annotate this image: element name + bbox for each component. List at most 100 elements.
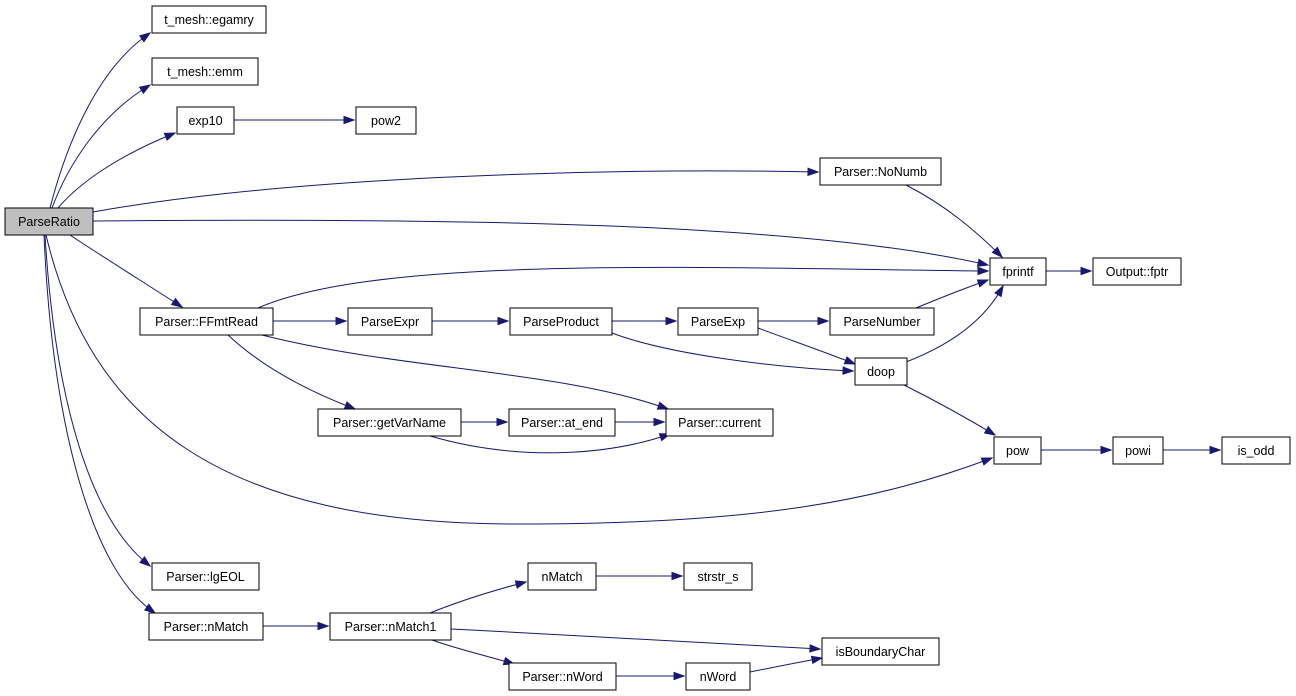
- node-label: Parser::nWord: [522, 670, 602, 684]
- edge-arrowhead: [673, 671, 686, 681]
- node-parsenumber[interactable]: ParseNumber: [829, 307, 935, 336]
- edge-exp10-to-pow2: [234, 115, 356, 125]
- node-box: [508, 408, 616, 437]
- edge-parseexp-to-parsenumber: [758, 316, 830, 326]
- edge-line: [905, 184, 1003, 258]
- node-strstr_s[interactable]: strstr_s: [683, 562, 753, 591]
- node-ffmtread[interactable]: Parser::FFmtRead: [139, 307, 274, 336]
- node-powi[interactable]: powi: [1112, 436, 1164, 465]
- node-box: [829, 307, 935, 336]
- edge-getvarname-to-at_end: [460, 417, 509, 427]
- edge-arrowhead: [497, 316, 510, 326]
- edge-line: [429, 433, 671, 454]
- node-box: [509, 307, 613, 336]
- edge-arrowhead: [807, 167, 820, 177]
- edge-parseratio-to-fprintf: [92, 219, 990, 267]
- node-egamry[interactable]: t_mesh::egamry: [151, 5, 267, 34]
- edge-arrowhead: [170, 297, 184, 308]
- node-getvarname[interactable]: Parser::getVarName: [317, 408, 462, 437]
- edge-arrowhead: [514, 580, 528, 589]
- node-label: Parser::nMatch1: [345, 620, 437, 634]
- node-box: [148, 612, 264, 641]
- edge-line: [44, 234, 151, 567]
- node-pnmatch[interactable]: Parser::nMatch: [148, 612, 264, 641]
- node-label: Parser::at_end: [521, 416, 603, 430]
- node-parseexp[interactable]: ParseExp: [677, 307, 759, 336]
- edge-arrowhead: [317, 621, 330, 631]
- edge-arrowhead: [138, 32, 152, 43]
- node-nmatch1[interactable]: Parser::nMatch1: [329, 612, 452, 641]
- node-label: Output::fptr: [1106, 265, 1169, 279]
- node-label: pow2: [371, 114, 401, 128]
- node-label: Parser::FFmtRead: [155, 315, 258, 329]
- edge-arrowhead: [656, 401, 670, 410]
- edge-arrowhead: [977, 266, 990, 276]
- edge-parseratio-to-pow: [45, 234, 994, 525]
- edge-arrowhead: [810, 655, 824, 665]
- edge-nmatch-to-strstr_s: [596, 571, 684, 581]
- node-label: ParseExp: [691, 315, 745, 329]
- edge-line: [92, 170, 819, 213]
- edge-parseexpr-to-parseproduct: [432, 316, 510, 326]
- edge-line: [749, 657, 823, 673]
- node-box: [665, 408, 774, 437]
- node-parseratio[interactable]: ParseRatio: [4, 207, 94, 236]
- edge-arrowhead: [843, 356, 857, 365]
- node-label: ParseRatio: [18, 215, 80, 229]
- node-label: Parser::lgEOL: [166, 570, 245, 584]
- edge-nonumb-to-fprintf: [905, 184, 1004, 259]
- node-pnword[interactable]: Parser::nWord: [508, 662, 617, 691]
- edge-at_end-to-current: [614, 417, 666, 427]
- edge-nmatch1-to-nmatch: [429, 580, 528, 614]
- node-fptr[interactable]: Output::fptr: [1092, 257, 1182, 286]
- edge-line: [429, 581, 527, 614]
- node-box: [819, 157, 942, 186]
- node-nonumb[interactable]: Parser::NoNumb: [819, 157, 942, 186]
- edge-fprintf-to-fptr: [1045, 266, 1093, 276]
- node-label: nWord: [700, 670, 737, 684]
- edge-arrowhead: [980, 457, 994, 466]
- node-box: [4, 207, 94, 236]
- edge-pow-to-powi: [1040, 445, 1113, 455]
- node-at_end[interactable]: Parser::at_end: [508, 408, 616, 437]
- edge-arrowhead: [991, 246, 1004, 259]
- node-nmatch[interactable]: nMatch: [527, 562, 597, 591]
- edge-arrowhead: [809, 644, 822, 653]
- node-emm[interactable]: t_mesh::emm: [151, 57, 259, 86]
- node-fprintf[interactable]: fprintf: [989, 257, 1047, 286]
- node-is_odd[interactable]: is_odd: [1221, 436, 1291, 465]
- node-exp10[interactable]: exp10: [176, 106, 235, 135]
- node-isboundarychar[interactable]: isBoundaryChar: [821, 637, 940, 666]
- edge-line: [51, 84, 151, 209]
- node-label: exp10: [188, 114, 222, 128]
- edge-arrowhead: [139, 556, 152, 567]
- node-lgeol[interactable]: Parser::lgEOL: [151, 562, 260, 591]
- node-pow2[interactable]: pow2: [355, 106, 417, 135]
- edge-arrowhead: [994, 284, 1004, 298]
- node-current[interactable]: Parser::current: [665, 408, 774, 437]
- edge-parseratio-to-egamry: [49, 32, 152, 209]
- node-label: ParseExpr: [361, 315, 419, 329]
- edge-pnword-to-nword: [615, 671, 686, 681]
- node-label: is_odd: [1238, 444, 1275, 458]
- edge-nword-to-isboundarychar: [749, 655, 824, 673]
- edge-arrowhead: [496, 417, 509, 427]
- node-box: [685, 662, 751, 691]
- edge-getvarname-to-current: [429, 433, 672, 454]
- node-box: [683, 562, 753, 591]
- edge-line: [227, 334, 356, 410]
- edge-line: [903, 384, 996, 436]
- node-label: strstr_s: [698, 570, 739, 584]
- node-box: [317, 408, 462, 437]
- edge-arrowhead: [653, 417, 666, 427]
- node-parseexpr[interactable]: ParseExpr: [347, 307, 433, 336]
- node-parseproduct[interactable]: ParseProduct: [509, 307, 613, 336]
- node-nword[interactable]: nWord: [685, 662, 751, 691]
- edge-arrowhead: [842, 366, 855, 375]
- edge-line: [611, 332, 854, 372]
- edge-line: [57, 132, 176, 209]
- node-doop[interactable]: doop: [854, 357, 908, 386]
- node-pow[interactable]: pow: [993, 436, 1042, 465]
- edge-line: [49, 32, 151, 209]
- edge-line: [905, 285, 1004, 363]
